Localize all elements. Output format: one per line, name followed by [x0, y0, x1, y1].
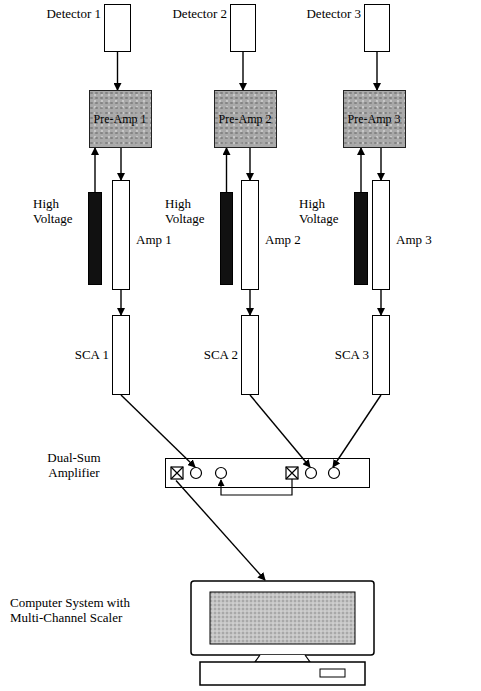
- node-label: Pre-Amp 3: [348, 112, 401, 127]
- signal-arrow: [120, 290, 121, 315]
- node-label: Pre-Amp 2: [219, 112, 272, 127]
- detector-box: Detector 2: [230, 4, 256, 52]
- amplifier-box: Amp 2: [241, 180, 259, 290]
- node-label: Amp 3: [396, 233, 446, 248]
- signal-arrow: [333, 395, 381, 467]
- signal-arrow: [242, 52, 243, 90]
- signal-arrow: [249, 290, 250, 315]
- signal-arrow: [360, 148, 361, 192]
- signal-arrow: [226, 148, 227, 192]
- sca-box: SCA 1: [112, 315, 130, 395]
- signal-arrow: [120, 148, 121, 180]
- dual-sum-sockets: [166, 459, 369, 487]
- node-label: Detector 1: [19, 7, 101, 22]
- node-label: SCA 3: [321, 348, 369, 363]
- detector-box: Detector 1: [104, 4, 131, 52]
- signal-arrow: [249, 148, 250, 180]
- high-voltage-supply: High Voltage: [88, 192, 102, 285]
- preamp-box: Pre-Amp 2: [214, 90, 277, 148]
- sca-box: SCA 3: [372, 315, 390, 395]
- computer-system: Computer System with Multi-Channel Scale…: [190, 580, 375, 686]
- signal-arrow: [117, 52, 118, 90]
- high-voltage-supply: High Voltage: [354, 192, 368, 285]
- signal-arrow: [380, 148, 381, 180]
- node-label: SCA 1: [61, 348, 109, 363]
- signal-arrow: [250, 395, 310, 467]
- node-label: Amp 1: [136, 233, 186, 248]
- node-label: Pre-Amp 1: [94, 112, 147, 127]
- node-label: High Voltage: [33, 197, 85, 227]
- node-label: Detector 2: [145, 7, 227, 22]
- computer-drawing: [190, 580, 375, 686]
- dual-sum-amplifier: Dual-Sum Amplifier: [165, 458, 370, 488]
- node-label: SCA 2: [190, 348, 238, 363]
- node-label: High Voltage: [299, 197, 351, 227]
- node-label: Amp 2: [265, 233, 315, 248]
- amplifier-box: Amp 3: [372, 180, 390, 290]
- node-label: High Voltage: [165, 197, 217, 227]
- node-label: Computer System with Multi-Channel Scale…: [10, 596, 136, 626]
- signal-arrow: [376, 52, 377, 90]
- signal-arrow: [94, 148, 95, 192]
- node-label: Detector 3: [279, 7, 361, 22]
- signal-arrow: [121, 395, 195, 467]
- detector-box: Detector 3: [364, 4, 390, 52]
- node-label: Dual-Sum Amplifier: [28, 451, 120, 481]
- preamp-box: Pre-Amp 3: [343, 90, 406, 148]
- amplifier-box: Amp 1: [112, 180, 130, 290]
- high-voltage-supply: High Voltage: [220, 192, 233, 285]
- preamp-box: Pre-Amp 1: [89, 90, 152, 148]
- sca-box: SCA 2: [241, 315, 259, 395]
- signal-arrow: [380, 290, 381, 315]
